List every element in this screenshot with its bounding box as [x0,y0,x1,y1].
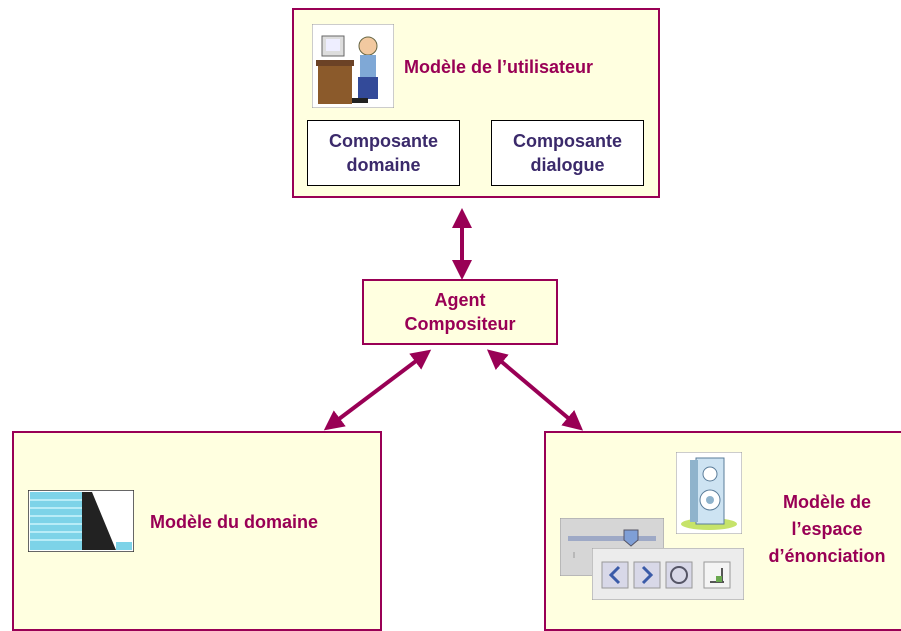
space-model-title: Modèle de l’espace d’énonciation [752,489,901,570]
space-model-box: Modèle de l’espace d’énonciation [544,431,901,631]
arrow-agent-domain [323,349,432,431]
agent-compositeur-box: Agent Compositeur [362,279,558,345]
component-domain-line1: Composante [328,131,438,151]
speaker-icon [676,452,742,534]
toolbar-icon [592,548,744,600]
space-title-line1: Modèle de [782,492,871,512]
connector-arrows [323,208,584,431]
component-dialogue-line1: Composante [512,131,622,151]
arrow-agent-space [486,349,584,431]
component-domain-line2: domaine [346,155,421,175]
space-title-line2: l’espace [791,519,863,539]
component-domain-box: Composante domaine [307,120,460,186]
user-model-title: Modèle de l’utilisateur [404,57,594,77]
space-title-line3: d’énonciation [768,546,886,566]
component-dialogue-line2: dialogue [530,155,605,175]
domain-model-title: Modèle du domaine [150,512,319,532]
domain-model-box: Modèle du domaine [12,431,382,631]
component-dialogue-box: Composante dialogue [491,120,644,186]
agent-line2: Compositeur [404,314,516,334]
user-model-box: Modèle de l’utilisateur Composante domai… [292,8,660,198]
person-at-computer-icon [312,24,394,108]
agent-line1: Agent [434,290,486,310]
waterfall-icon [28,490,134,552]
